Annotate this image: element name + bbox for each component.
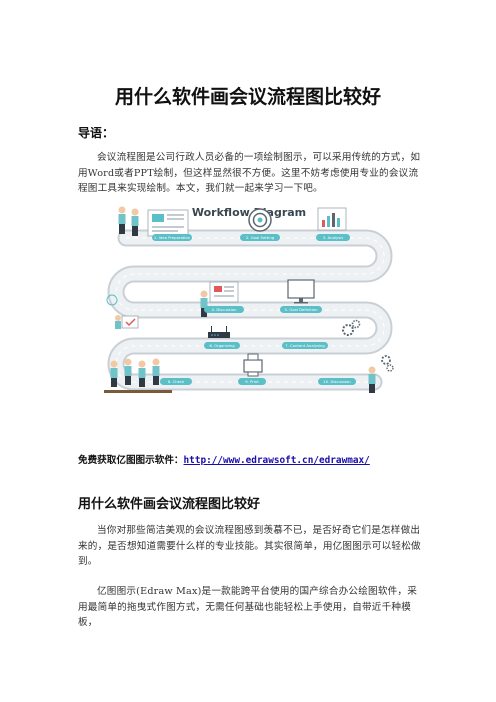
download-link[interactable]: http://www.edrawsoft.cn/edrawmax/ — [183, 455, 370, 466]
person-4 — [368, 366, 376, 393]
paragraph-2: 当你对那些简洁美观的会议流程图感到羡慕不已，是否好奇它们是怎样做出来的，是否想知… — [78, 525, 421, 567]
step-label-7: 7. Content Analysing — [285, 343, 325, 348]
download-label: 免费获取亿图图示软件： — [78, 455, 184, 466]
lead-heading: 导语： — [78, 126, 115, 140]
step-label-5: 5. Goal Definition — [284, 307, 318, 312]
meeting-table — [104, 390, 172, 393]
gear-icon — [342, 319, 361, 336]
router-icon — [208, 326, 230, 338]
printer-icon — [243, 353, 263, 377]
presentation-icon — [115, 315, 139, 329]
step-pill-5 — [280, 306, 322, 313]
intro-paragraph: 会议流程图是公司行政人员必备的一项绘制图示，可以采用传统的方式，如用Word或者… — [78, 152, 421, 194]
monitor-icon — [287, 279, 315, 304]
person-3 — [200, 290, 208, 317]
download-line: 免费获取亿图图示软件：http://www.edrawsoft.cn/edraw… — [78, 452, 370, 466]
step-pill-8 — [160, 378, 192, 385]
step-pill-10 — [318, 378, 356, 385]
lightbulb-icon — [106, 294, 118, 306]
step-pill-7 — [282, 342, 328, 349]
step-pill-6 — [204, 342, 240, 349]
step-label-1: 1. Idea Preparation — [154, 235, 191, 240]
step-pill-2 — [240, 234, 280, 241]
step-pill-3 — [316, 234, 350, 241]
road-lane — [115, 237, 385, 383]
step-label-2: 2. Goal Setting — [246, 235, 275, 240]
person-group — [104, 358, 172, 393]
step-pill-1 — [152, 234, 192, 241]
page-title: 用什么软件画会议流程图比较好 — [114, 86, 381, 108]
target-icon — [248, 208, 272, 232]
step-label-10: 10. Discussion — [323, 379, 351, 384]
diagram-heading: Workflow Diagram — [192, 206, 306, 219]
chart-board-icon — [317, 207, 347, 231]
step-pill-9 — [238, 378, 266, 385]
step-label-6: 6. Organizing — [209, 343, 235, 348]
board-illustration — [147, 209, 189, 237]
step-label-4: 4. Discussion — [211, 307, 237, 312]
workflow-diagram-figure: Workflow Diagram — [104, 202, 394, 424]
person-2 — [131, 208, 139, 236]
step-label-3: 3. Analysis — [323, 235, 343, 240]
step-label-9: 9. Print — [245, 379, 259, 384]
paragraph-3: 亿图图示(Edraw Max)是一款能跨平台使用的国产综合办公绘图软件，采用最简… — [78, 586, 417, 628]
notice-board-icon — [209, 281, 239, 303]
step-pill-4 — [204, 306, 244, 313]
step-label-8: 8. Check — [168, 379, 185, 384]
person-1 — [118, 206, 126, 234]
gear-icon-2 — [381, 355, 394, 372]
workflow-diagram: Workflow Diagram — [104, 206, 394, 393]
section-heading: 用什么软件画会议流程图比较好 — [78, 497, 261, 512]
